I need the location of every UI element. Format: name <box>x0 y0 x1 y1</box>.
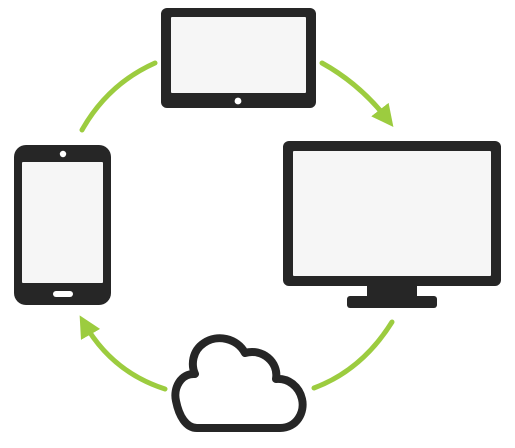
smartphone-icon <box>14 145 111 305</box>
arrow-monitor-to-cloud <box>311 319 395 391</box>
arrow-cloud-to-smartphone <box>79 315 168 392</box>
arrow-smartphone-to-tablet <box>79 60 158 133</box>
cloud-icon <box>171 334 307 432</box>
tablet-icon <box>161 8 316 108</box>
monitor-icon <box>283 141 501 308</box>
arrow-tablet-to-monitor <box>319 60 394 127</box>
cycle-arrows <box>79 60 395 392</box>
